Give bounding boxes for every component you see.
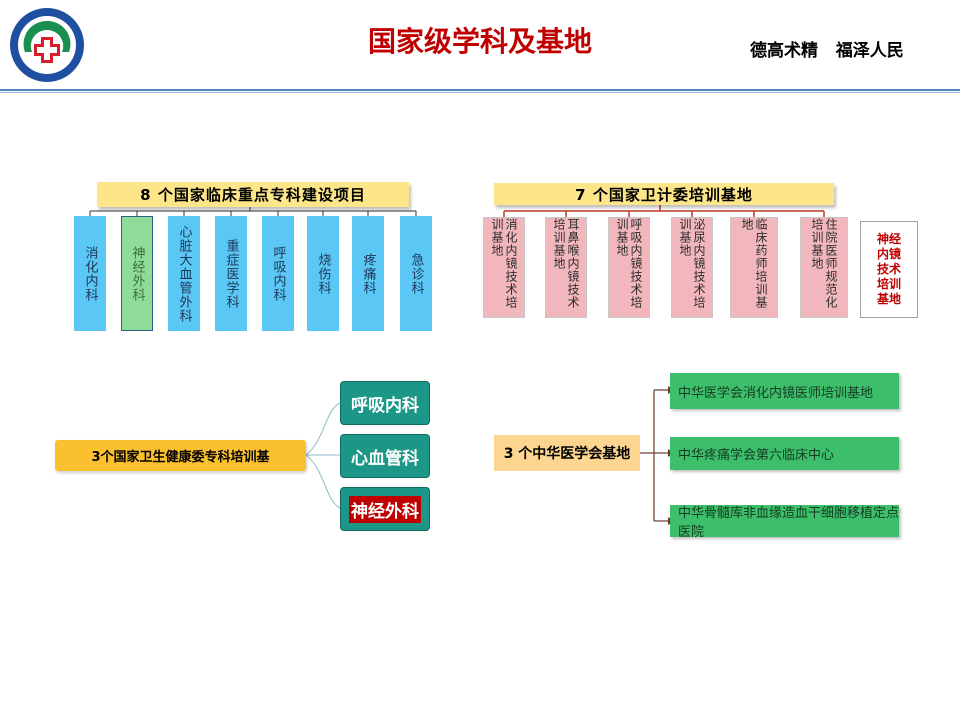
header-divider-thin (0, 92, 960, 93)
specialty-column: 消化内科 (74, 216, 106, 331)
specialist-training-label: 3个国家卫生健康委专科培训基 (55, 440, 306, 471)
specialty-column: 急诊科 (400, 216, 432, 331)
training-base-column: 呼吸内镜技术培训基地 (608, 217, 650, 318)
specialist-item-cardio: 心血管科 (340, 434, 430, 478)
specialty-column: 重症医学科 (215, 216, 247, 331)
specialty-column: 心脏大血管外科 (168, 216, 200, 331)
cma-base-item: 中华疼痛学会第六临床中心 (670, 437, 899, 470)
specialist-item-respiratory: 呼吸内科 (340, 381, 430, 425)
training-base-column: 泌尿内镜技术培训基地 (671, 217, 713, 318)
specialist-item-neurosurgery: 神经外科 (340, 487, 430, 531)
header-divider (0, 89, 960, 91)
specialist-item-neurosurgery-label: 神经外科 (349, 495, 421, 523)
training-base-column: 住院医师规范化培训基地 (800, 217, 848, 318)
cma-base-item: 中华骨髓库非血缘造血干细胞移植定点医院 (670, 505, 899, 540)
training-base-column: 耳鼻喉内镜技术培训基地 (545, 217, 587, 318)
cma-base-item: 中华医学会消化内镜医师培训基地 (670, 373, 899, 409)
cma-bases-label: 3 个中华医学会基地 (494, 435, 640, 471)
hospital-cross-logo-icon (8, 6, 86, 84)
specialty-column: 烧伤科 (307, 216, 339, 331)
specialty-column: 疼痛科 (352, 216, 384, 331)
hospital-motto: 德高术精 福泽人民 (750, 41, 904, 61)
neuro-endoscopy-base: 神经内镜技术培训基地 (860, 221, 918, 318)
specialty-column-highlighted: 神经外科 (121, 216, 153, 331)
specialty-column: 呼吸内科 (262, 216, 294, 331)
training-base-column: 临床药师培训基地 (730, 217, 778, 318)
training-base-column: 消化内镜技术培训基地 (483, 217, 525, 318)
key-specialties-header: 8 个国家临床重点专科建设项目 (97, 182, 409, 207)
page-title: 国家级学科及基地 (367, 25, 592, 58)
training-bases-header: 7 个国家卫计委培训基地 (494, 183, 834, 205)
